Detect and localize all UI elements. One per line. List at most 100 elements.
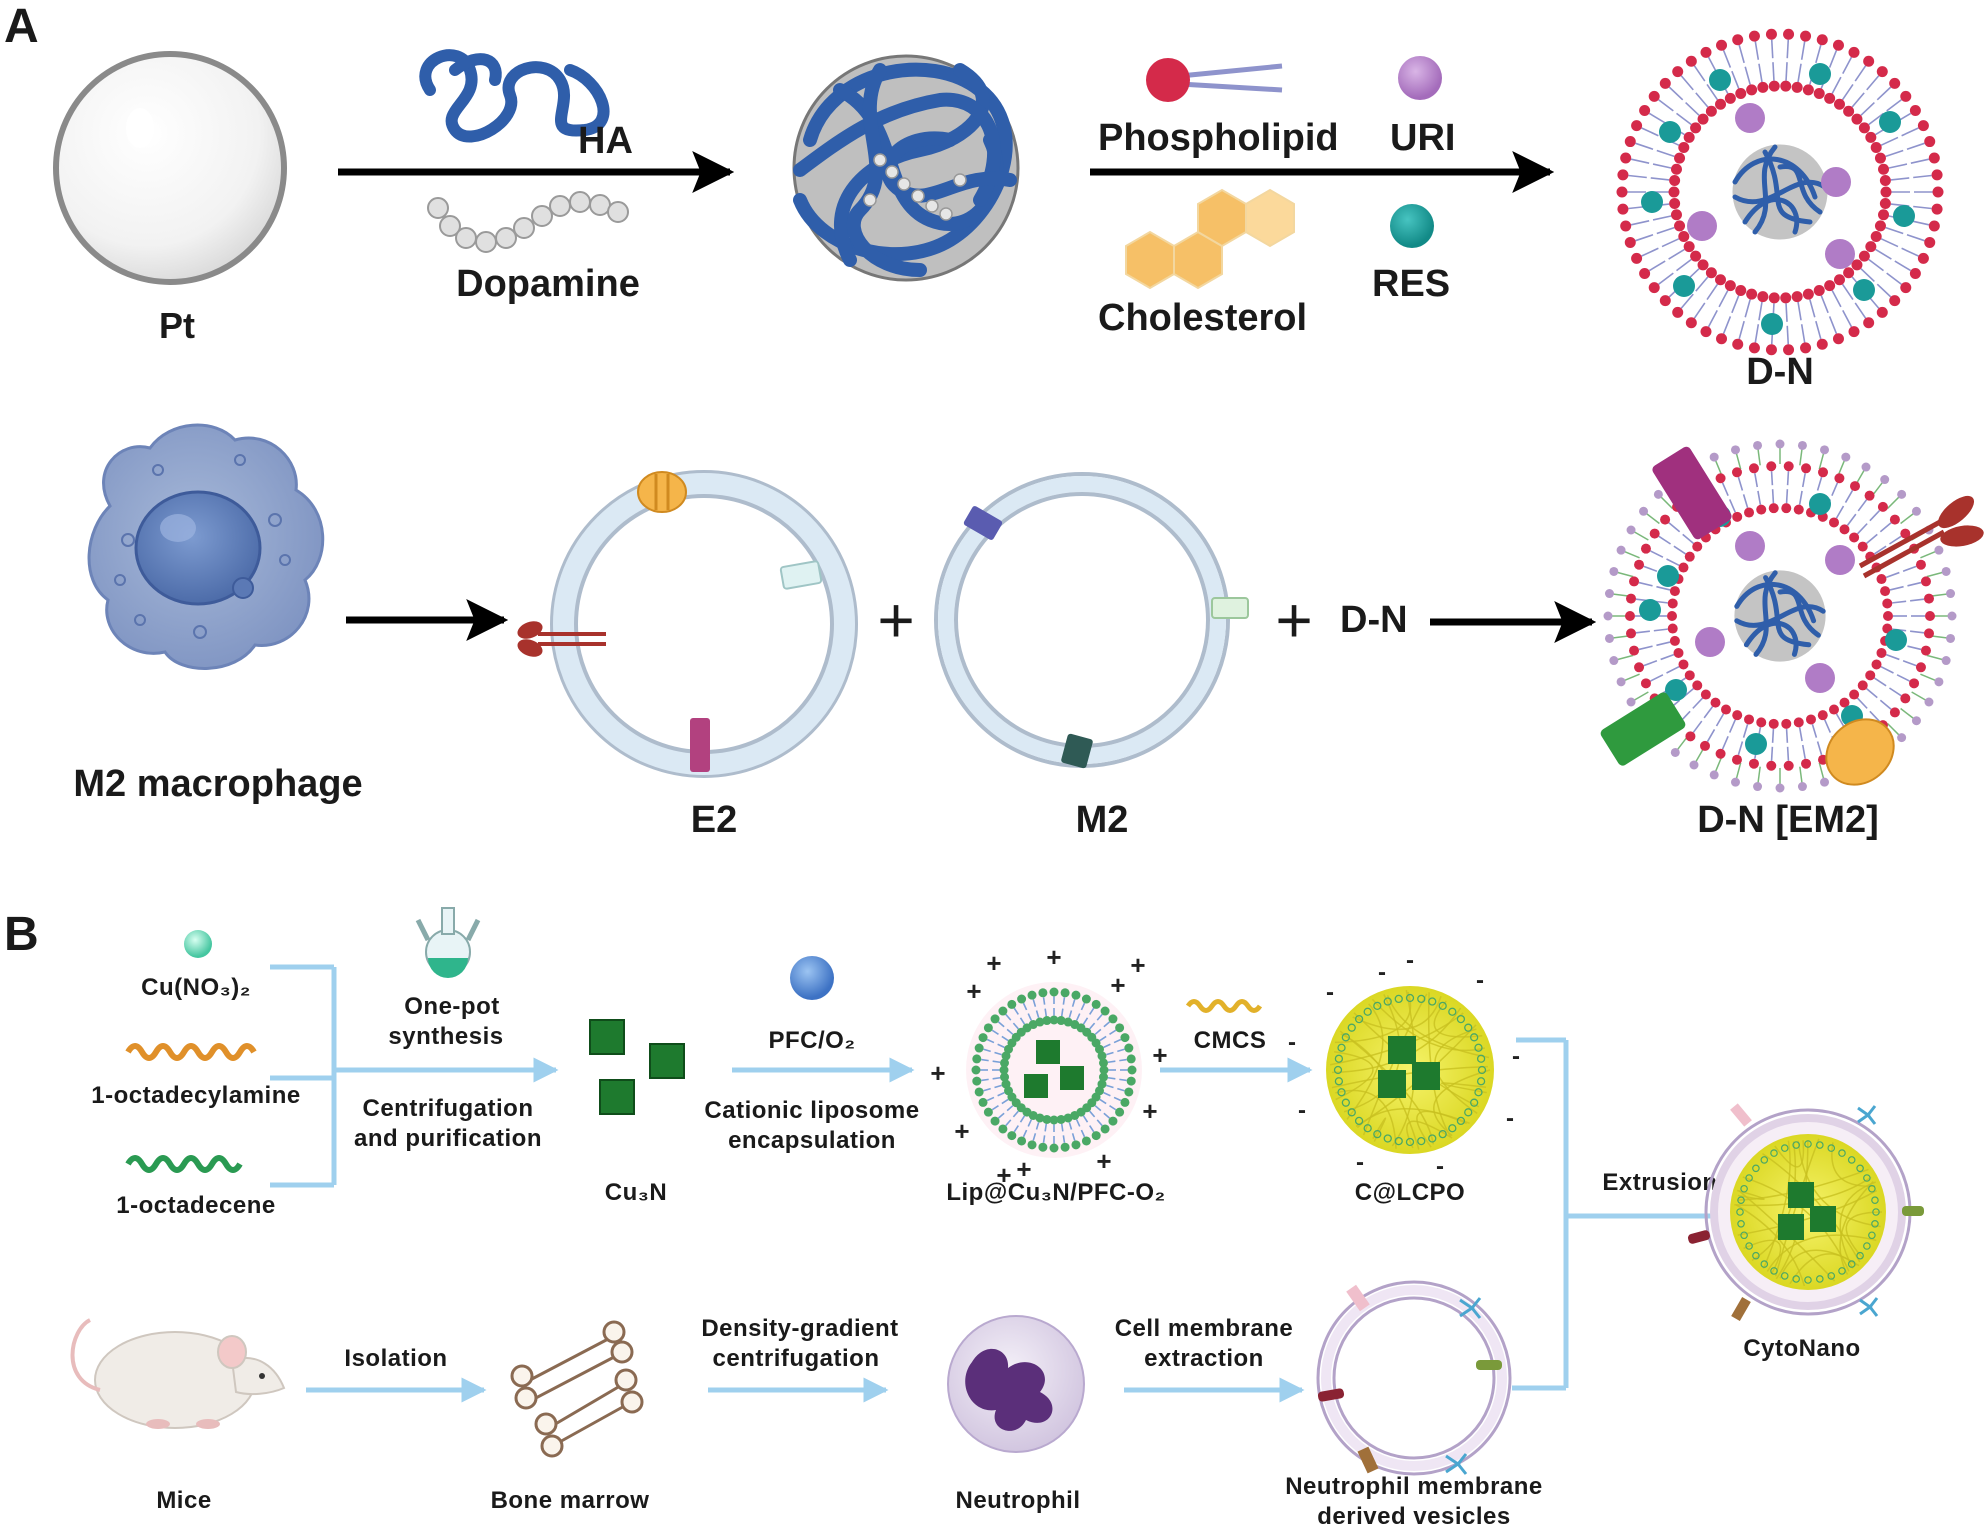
label-cytonano: CytoNano xyxy=(1743,1335,1860,1362)
m2-light-receptor xyxy=(1211,597,1249,619)
label-lip: Lip@Cu₃N/PFC-O₂ xyxy=(946,1179,1165,1206)
label-pfc-o2: PFC/O₂ xyxy=(769,1027,856,1054)
octadecene-icon xyxy=(125,1155,243,1173)
cholesterol-icon xyxy=(1125,188,1295,290)
label-synthesis: synthesis xyxy=(388,1023,503,1050)
bone-marrow-icon xyxy=(510,1320,644,1458)
label-cationic-liposome: Cationic liposome xyxy=(704,1097,919,1124)
svg-text:+: + xyxy=(1142,1096,1157,1126)
svg-text:+: + xyxy=(1152,1040,1167,1070)
label-uri: URI xyxy=(1390,117,1455,159)
label-m2-macrophage: M2 macrophage xyxy=(73,763,362,805)
cytonano-particle xyxy=(1687,1103,1924,1322)
mouse-icon xyxy=(70,1318,286,1429)
label-dopamine: Dopamine xyxy=(456,263,640,305)
label-dn-em2: D-N [EM2] xyxy=(1697,799,1879,841)
label-cholesterol: Cholesterol xyxy=(1098,297,1307,339)
label-cu-nitrate: Cu(NO₃)₂ xyxy=(141,974,251,1001)
label-dn: D-N xyxy=(1746,351,1814,393)
label-isolation: Isolation xyxy=(344,1345,447,1372)
reagent-bracket xyxy=(270,964,337,1188)
plus-sign-1: + xyxy=(877,584,914,656)
panel-letter-a: A xyxy=(4,0,39,53)
label-density-gradient: Density-gradient xyxy=(701,1315,898,1342)
cu-nitrate-icon xyxy=(184,930,212,958)
label-centrifugation: Centrifugation xyxy=(363,1095,534,1122)
ha-coated-pt-sphere xyxy=(792,54,1020,282)
label-ha: HA xyxy=(578,120,633,162)
ha-chain-icon xyxy=(419,49,610,143)
label-m2: M2 xyxy=(1076,799,1129,841)
res-icon xyxy=(1390,204,1434,248)
neutrophil-membrane-vesicle xyxy=(1316,1280,1512,1476)
label-neutrophil-membrane: Neutrophil membrane xyxy=(1285,1473,1543,1500)
label-cmcs: CMCS xyxy=(1194,1027,1267,1054)
e2-orange-receptor xyxy=(637,471,687,513)
label-cell-membrane: Cell membrane xyxy=(1115,1315,1294,1342)
svg-text:-: - xyxy=(1378,959,1386,986)
e2-magenta-receptor xyxy=(690,718,710,772)
flask-icon xyxy=(415,907,481,978)
uri-icon xyxy=(1398,56,1442,100)
label-octadecylamine: 1-octadecylamine xyxy=(91,1082,300,1109)
label-dn-reagent: D-N xyxy=(1340,599,1408,641)
label-extrusion: Extrusion xyxy=(1602,1169,1717,1196)
m2-dark-receptor xyxy=(1061,733,1093,769)
neutrophil-icon xyxy=(947,1315,1085,1453)
svg-text:+: + xyxy=(966,976,981,1006)
octadecylamine-icon xyxy=(125,1043,257,1061)
e2-vesicle xyxy=(517,470,858,778)
svg-text:+: + xyxy=(954,1116,969,1146)
label-octadecene: 1-octadecene xyxy=(116,1192,275,1219)
phospholipid-icon xyxy=(1146,58,1283,102)
dn-liposome xyxy=(1616,28,1944,356)
svg-text:-: - xyxy=(1356,1149,1364,1176)
pfc-o2-icon xyxy=(790,956,834,1000)
m2-macrophage-cell xyxy=(87,423,325,670)
m2-vesicle xyxy=(934,472,1249,769)
svg-text:-: - xyxy=(1506,1105,1514,1132)
svg-text:+: + xyxy=(1110,970,1125,1000)
e2-light-receptor xyxy=(779,560,823,590)
svg-text:-: - xyxy=(1326,979,1334,1006)
cu3n-nanocubes xyxy=(589,1019,685,1115)
label-derived-vesicles: derived vesicles xyxy=(1317,1503,1510,1530)
svg-text:+: + xyxy=(986,948,1001,978)
svg-text:-: - xyxy=(1298,1097,1306,1124)
label-clcpo: C@LCPO xyxy=(1355,1179,1465,1206)
pt-sphere xyxy=(53,51,287,285)
label-pt: Pt xyxy=(159,305,195,346)
svg-text:-: - xyxy=(1288,1029,1296,1056)
cationic-liposome: ++++++++++++ xyxy=(930,942,1167,1190)
label-density-centrifugation: centrifugation xyxy=(713,1345,880,1372)
dopamine-chain-icon xyxy=(427,191,629,253)
svg-text:-: - xyxy=(1436,1153,1444,1180)
label-neutrophil: Neutrophil xyxy=(956,1487,1081,1514)
label-extraction: extraction xyxy=(1144,1345,1264,1372)
m2-purple-receptor xyxy=(963,506,1003,540)
panel-letter-b: B xyxy=(4,908,39,961)
svg-text:+: + xyxy=(1130,950,1145,980)
label-one-pot: One-pot xyxy=(404,993,499,1020)
svg-text:+: + xyxy=(1096,1146,1111,1176)
svg-text:-: - xyxy=(1476,967,1484,994)
svg-text:+: + xyxy=(1046,942,1061,972)
plus-sign-2: + xyxy=(1275,584,1312,656)
label-mice: Mice xyxy=(156,1487,211,1514)
cmcs-icon xyxy=(1185,999,1263,1013)
extrusion-connector xyxy=(1512,1037,1569,1391)
svg-text:+: + xyxy=(1016,1154,1031,1184)
svg-text:+: + xyxy=(930,1058,945,1088)
e2-red-receptor xyxy=(517,621,606,657)
label-cu3n: Cu₃N xyxy=(605,1179,667,1206)
label-e2: E2 xyxy=(691,799,737,841)
clcpo-particle: ---------- xyxy=(1288,947,1520,1180)
dn-em2-nanoparticle xyxy=(1600,439,1984,793)
label-purification: and purification xyxy=(354,1125,542,1152)
label-res: RES xyxy=(1372,263,1450,305)
label-phospholipid: Phospholipid xyxy=(1098,117,1339,159)
svg-text:-: - xyxy=(1512,1043,1520,1070)
svg-text:+: + xyxy=(996,1160,1011,1190)
svg-text:-: - xyxy=(1406,947,1414,974)
